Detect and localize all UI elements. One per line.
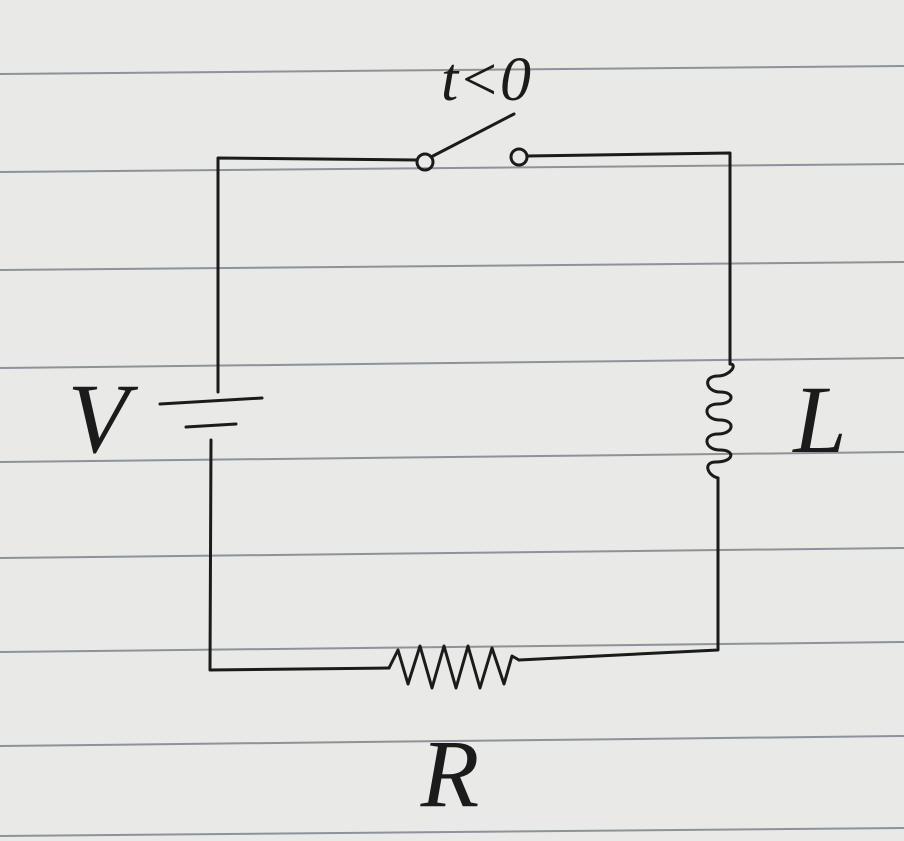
ruled-line [0, 261, 904, 271]
switch-blade [429, 112, 516, 159]
switch-terminal [415, 152, 435, 172]
ruled-line [0, 641, 904, 653]
inductor-symbol [705, 362, 735, 480]
resistor-zigzag [387, 644, 521, 690]
ruled-line [0, 357, 904, 369]
ruled-lines [0, 65, 904, 837]
wire-right-bottom [517, 476, 720, 662]
inductor-label: L [791, 366, 846, 473]
resistor-symbol [387, 644, 521, 690]
ruled-line [0, 735, 904, 747]
ruled-line [0, 547, 904, 559]
wire-right-top [525, 151, 732, 366]
wire-left-bottom [208, 438, 391, 672]
ruled-line [0, 827, 904, 837]
inductor-coil [705, 362, 735, 480]
ruled-line [0, 163, 904, 173]
switch-label: t<0 [441, 46, 531, 114]
battery-label: V [67, 363, 138, 474]
switch-terminal [509, 147, 529, 167]
ruled-line [0, 65, 904, 75]
battery-long-plate [158, 396, 264, 406]
circuit-wires [208, 151, 732, 672]
switch-symbol [415, 112, 529, 172]
battery-short-plate [184, 422, 238, 429]
battery-symbol [158, 396, 264, 429]
resistor-label: R [420, 720, 480, 827]
wire-left-top [216, 156, 419, 394]
ruled-line [0, 451, 904, 463]
